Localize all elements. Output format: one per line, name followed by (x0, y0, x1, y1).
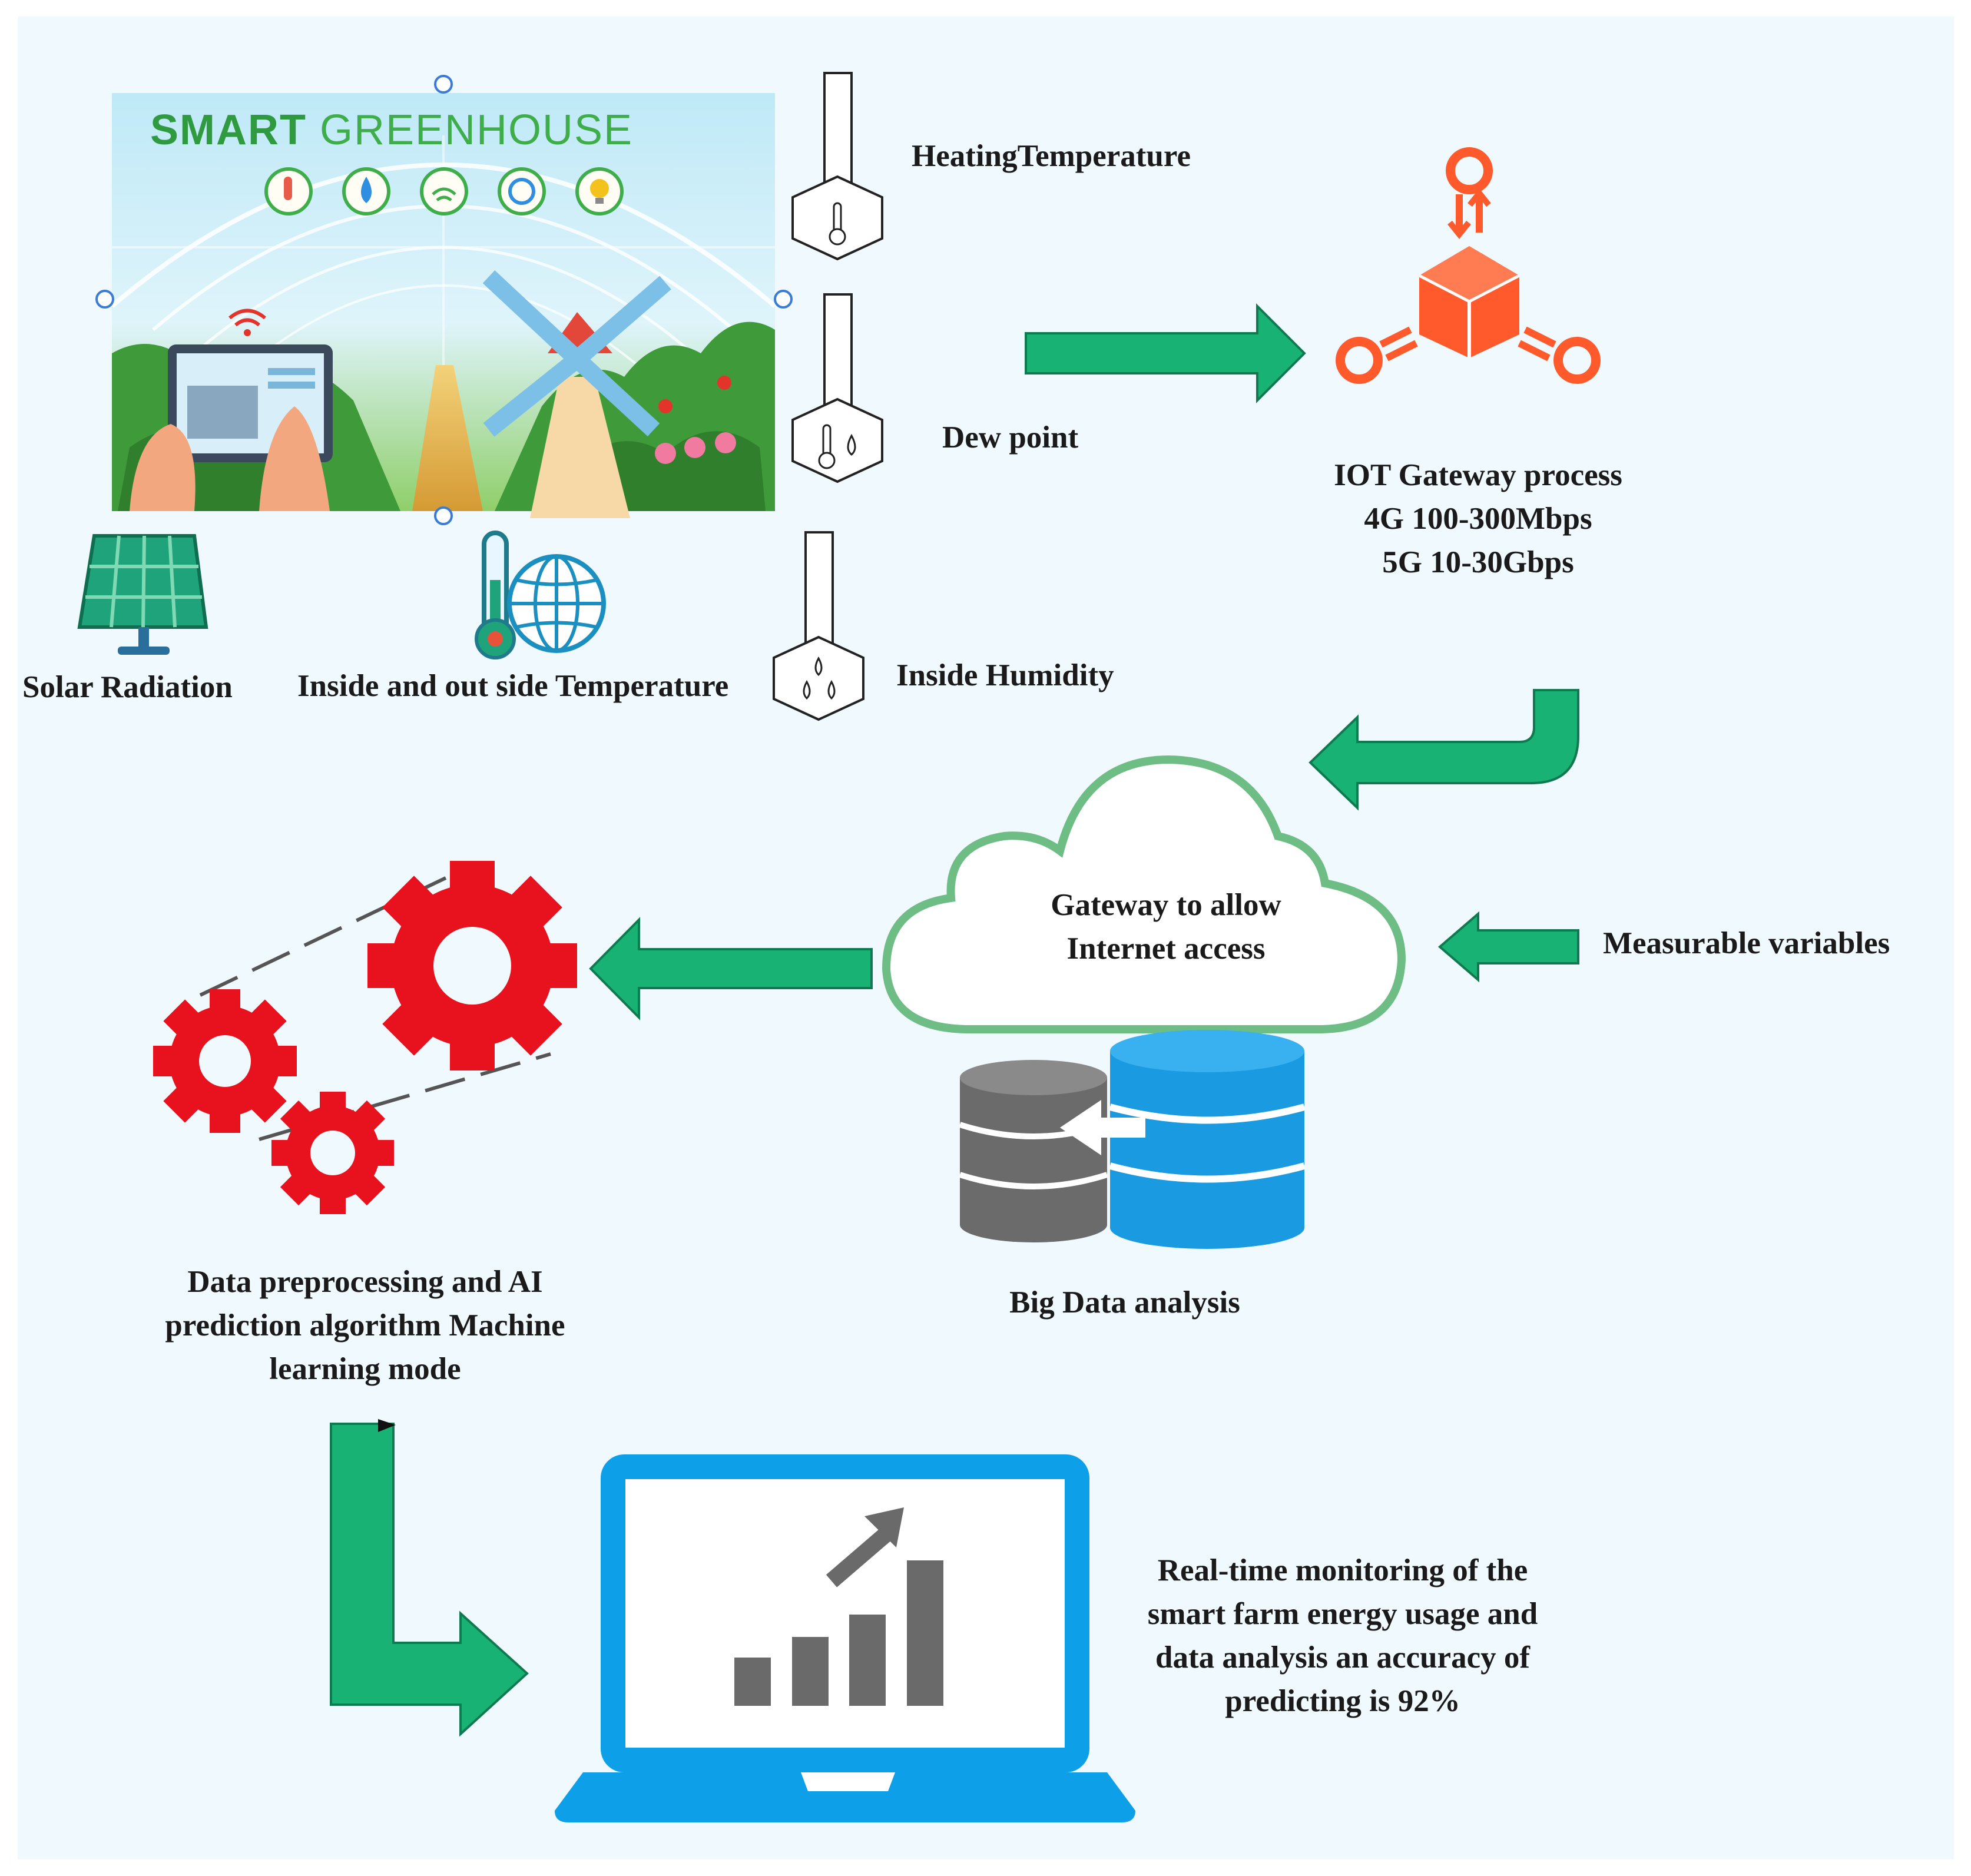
inside-outside-temperature-label: Inside and out side Temperature (297, 669, 729, 703)
cloud-label-line1: Gateway to allow (1051, 888, 1281, 922)
monitoring-line1: Real-time monitoring of the (1157, 1553, 1528, 1587)
smart-greenhouse-title-word-1: SMART (150, 107, 307, 154)
iot-gateway-title: IOT Gateway process (1334, 458, 1622, 492)
heating-temperature-sensor-icon (791, 72, 883, 261)
measurable-variables-label: Measurable variables (1603, 926, 1890, 960)
big-data-label: Big Data analysis (1009, 1285, 1240, 1320)
arrow-measurable-variables (1437, 911, 1579, 983)
arrow-gateway-to-cloud (1309, 689, 1579, 811)
arrow-sensors-to-gateway (1025, 303, 1306, 403)
smart-greenhouse-title: SMART GREENHOUSE (118, 106, 665, 154)
smart-greenhouse-title-word-2: GREENHOUSE (319, 107, 634, 154)
big-data-database-icon (959, 1030, 1306, 1249)
arrow-ai-to-monitoring (330, 1419, 529, 1737)
inside-humidity-sensor-icon (773, 531, 864, 721)
greenhouse-icon-row (264, 167, 624, 216)
solar-radiation-label: Solar Radiation (22, 670, 233, 704)
ai-module-line2: prediction algorithm Machine (165, 1308, 565, 1343)
ai-gears-icon (153, 861, 577, 1214)
solar-panel-icon (77, 534, 208, 655)
dew-point-sensor-icon (791, 293, 883, 483)
thermometer-globe-icon (475, 531, 606, 659)
monitoring-line4: predicting is 92% (1225, 1684, 1460, 1718)
cloud-label-line2: Internet access (1066, 932, 1266, 966)
inside-humidity-label: Inside Humidity (896, 658, 1114, 692)
ai-module-label: Data preprocessing and AI prediction alg… (106, 1260, 624, 1391)
smart-greenhouse-image (95, 75, 793, 525)
iot-gateway-4g: 4G 100-300Mbps (1364, 502, 1592, 536)
iot-gateway-icon (1336, 147, 1601, 384)
dew-point-label: Dew point (942, 420, 1079, 455)
monitoring-line2: smart farm energy usage and (1147, 1597, 1538, 1631)
monitoring-laptop-icon (555, 1454, 1135, 1822)
heating-temperature-label: HeatingTemperature (912, 139, 1191, 173)
ai-module-line1: Data preprocessing and AI (187, 1265, 543, 1299)
ai-module-line3: learning mode (269, 1352, 461, 1386)
iot-gateway-label: IOT Gateway process 4G 100-300Mbps 5G 10… (1272, 453, 1684, 584)
iot-gateway-5g: 5G 10-30Gbps (1382, 545, 1574, 579)
monitoring-line3: data analysis an accuracy of (1155, 1640, 1530, 1675)
cloud-label: Gateway to allow Internet access (978, 883, 1354, 970)
monitoring-label: Real-time monitoring of the smart farm e… (1107, 1549, 1578, 1723)
arrow-cloud-to-ai (589, 917, 873, 1020)
internet-cloud-icon (882, 755, 1406, 1033)
